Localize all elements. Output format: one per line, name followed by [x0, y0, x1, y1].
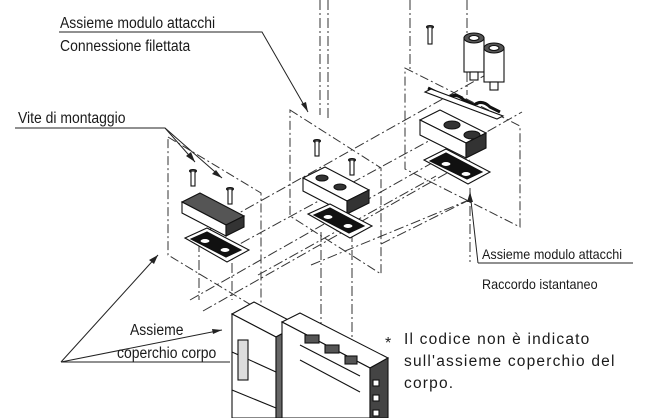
body-cover-assembly	[230, 301, 390, 418]
left-screw-2	[225, 186, 235, 205]
right-screw	[425, 24, 435, 45]
note-line-1: Il codice non è indicato	[404, 331, 591, 348]
label-module-threaded-title: Assieme modulo attacchi	[60, 15, 216, 32]
middle-module-parts	[301, 138, 374, 239]
label-body-cover-line1: Assieme	[130, 322, 184, 339]
note-line-2: sull'assieme coperchio del	[404, 353, 616, 370]
left-module-parts	[180, 168, 251, 263]
label-mounting-screw: Vite di montaggio	[18, 110, 126, 127]
label-body-cover-line2: coperchio corpo	[117, 345, 217, 362]
right-module-parts	[418, 24, 505, 185]
instant-fitting-2	[483, 42, 505, 91]
label-module-threaded-subtitle: Connessione filettata	[60, 38, 191, 55]
middle-screw-1	[312, 138, 322, 157]
leader-lines	[15, 31, 633, 363]
note-line-3: corpo.	[404, 375, 455, 392]
middle-screw-2	[347, 157, 357, 176]
label-module-instant-title: Assieme modulo attacchi	[482, 246, 623, 262]
leader-arrowheads	[149, 102, 473, 334]
label-module-instant-subtitle: Raccordo istantaneo	[482, 276, 598, 292]
instant-fitting-1	[463, 32, 485, 81]
left-screw-1	[188, 168, 198, 187]
note-asterisk: *	[385, 335, 391, 352]
